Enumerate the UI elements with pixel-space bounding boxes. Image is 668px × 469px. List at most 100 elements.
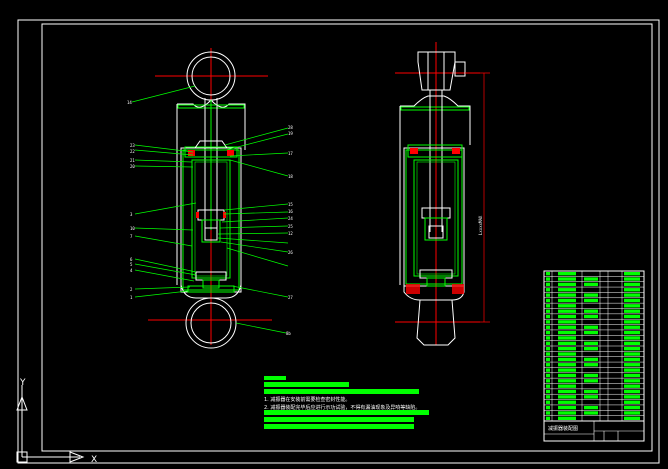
bom-cell-text xyxy=(584,405,598,410)
bom-cell-text xyxy=(558,395,576,399)
bom-cell-text xyxy=(558,368,576,372)
right-top-mount xyxy=(417,51,456,91)
bom-cell-text xyxy=(624,389,640,394)
bom-cell-text xyxy=(584,347,598,351)
label-18: 18 xyxy=(288,174,293,179)
label-20: 20 xyxy=(130,164,135,169)
bom-cell-text xyxy=(624,400,640,404)
bom-cell-text xyxy=(546,325,550,329)
right-view-section: LxxxxMAX xyxy=(395,42,490,346)
bom-cell-text xyxy=(546,272,550,276)
bom-cell-text xyxy=(584,282,598,287)
bom-cell-text xyxy=(546,400,550,404)
bom-cell-text xyxy=(546,368,550,372)
bom-cell-text xyxy=(624,395,640,399)
label-8b: 8b xyxy=(286,331,291,336)
bom-cell-text xyxy=(546,314,550,319)
bom-cell-text xyxy=(546,395,550,399)
bom-cell-text xyxy=(624,411,640,415)
bom-cell-text xyxy=(558,298,576,303)
technical-notes: 1. 减振器在安装前需要检查密封性能。 2. 减振器装配完毕后应进行示功试验，不… xyxy=(264,376,429,429)
bom-cell-text xyxy=(546,379,550,383)
ucs-y-arrow-icon xyxy=(16,395,28,411)
right-reservoir-bottom xyxy=(403,285,465,301)
bom-cell-text xyxy=(546,373,550,378)
bom-cell-text xyxy=(558,341,576,345)
bom-cell-text xyxy=(546,411,550,415)
notes-bar-6 xyxy=(264,424,414,429)
right-seal-r xyxy=(452,148,460,154)
bom-cell-text xyxy=(558,357,576,362)
bom-cell-text xyxy=(546,309,550,313)
bom-cell-text xyxy=(624,314,640,319)
bom-cell-text xyxy=(558,330,576,335)
ucs-origin-box-icon xyxy=(16,451,28,463)
bom-cell-text xyxy=(624,330,640,335)
bom-cell-text xyxy=(558,304,576,308)
bom-cell-text xyxy=(584,411,598,415)
right-dust-cover-green xyxy=(400,106,470,111)
bom-cell-text xyxy=(546,357,550,362)
label-6: 6 xyxy=(130,257,133,262)
bom-cell-text xyxy=(624,405,640,410)
bom-cell-text xyxy=(584,277,598,281)
bom-table-grid xyxy=(543,271,645,421)
left-leaders-left xyxy=(131,85,197,298)
bom-cell-text xyxy=(558,379,576,383)
bom-cell-text xyxy=(624,363,640,367)
bom-cell-text xyxy=(558,314,576,319)
bom-cell-text xyxy=(624,416,640,420)
bom-cell-text xyxy=(624,272,640,276)
bom-cell-text xyxy=(546,304,550,308)
right-base-hatch-l xyxy=(406,284,420,294)
label-16: 16 xyxy=(288,209,293,214)
label-15: 15 xyxy=(288,202,293,207)
label-12: 12 xyxy=(288,231,293,236)
bom-cell-text xyxy=(584,330,598,335)
right-base-valve-body xyxy=(426,277,446,287)
bom-cell-text xyxy=(558,352,576,356)
bom-cell-text xyxy=(624,320,640,324)
bom-cell-text xyxy=(546,298,550,303)
bom-cell-text xyxy=(584,389,598,394)
bom-cell-text xyxy=(584,341,598,345)
bom-cell-text xyxy=(624,357,640,362)
label-28: 28 xyxy=(288,125,293,130)
bom-cell-text xyxy=(624,277,640,281)
label-4: 4 xyxy=(130,268,133,273)
bom-cell-text xyxy=(558,293,576,297)
bom-cell-text xyxy=(584,363,598,367)
bom-cell-text xyxy=(584,373,598,378)
bom-cell-text xyxy=(558,336,576,340)
bom-cell-text xyxy=(624,336,640,340)
right-base-hatch-r xyxy=(452,284,464,294)
bom-cell-text xyxy=(546,389,550,394)
bom-cell-text xyxy=(546,320,550,324)
bom-cell-text xyxy=(624,341,640,345)
label-17: 17 xyxy=(288,151,293,156)
bom-cell-text xyxy=(624,298,640,303)
ucs-x-arrow-icon xyxy=(69,451,85,463)
left-top-eye-inner xyxy=(191,56,231,96)
bom-cell-text xyxy=(558,411,576,415)
bom-cell-text xyxy=(584,325,598,329)
title-block-drawing-name: 减振器装配图 xyxy=(548,425,578,432)
bom-cell-text xyxy=(558,400,576,404)
right-dimension-text: LxxxxMAX xyxy=(478,215,483,235)
left-rod-guide xyxy=(184,146,238,158)
bom-cell-text xyxy=(584,298,598,303)
right-piston-nut xyxy=(428,225,444,239)
left-bottom-eye-inner xyxy=(190,302,232,344)
bom-cell-text xyxy=(546,341,550,345)
bom-cell-text xyxy=(624,368,640,372)
bom-cell-text xyxy=(546,347,550,351)
bom-cell-text xyxy=(558,389,576,394)
bom-cell-text xyxy=(624,384,640,388)
bom-cell-text xyxy=(624,309,640,313)
bom-cell-text xyxy=(546,277,550,281)
bom-cell-text xyxy=(546,363,550,367)
bom-cell-text xyxy=(558,320,576,324)
bom-cell-text xyxy=(546,288,550,292)
bom-cell-text xyxy=(624,304,640,308)
